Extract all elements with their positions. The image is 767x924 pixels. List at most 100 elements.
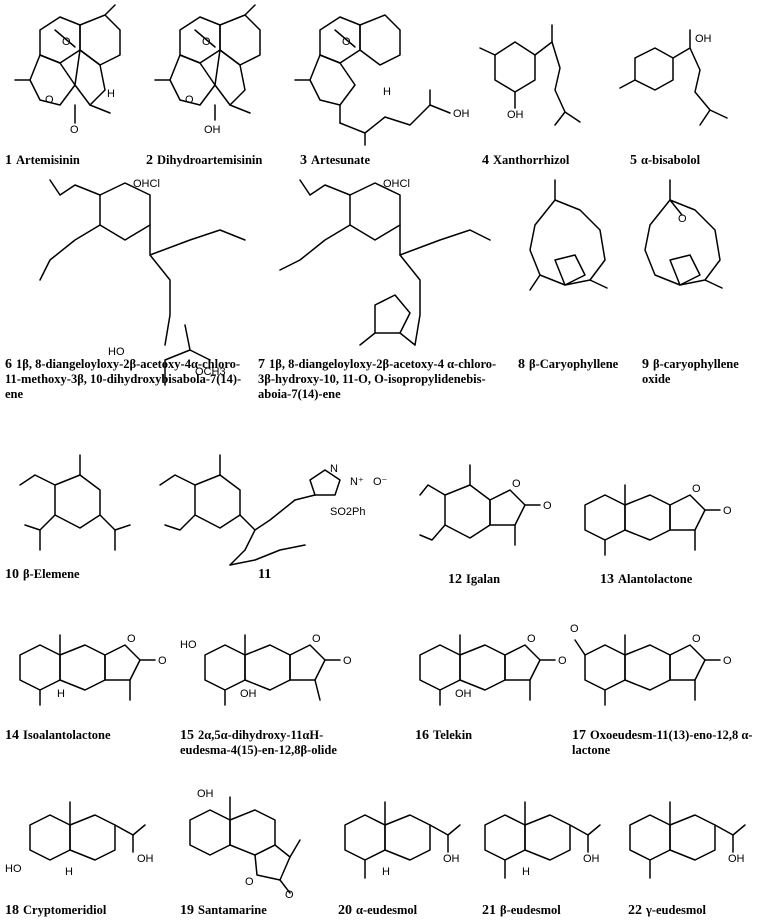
compound-number: 1 [5,153,12,168]
atom-label-oh: OH [695,33,712,45]
compound-number: 6 [5,357,12,372]
compound-name: Xanthorrhizol [493,153,570,167]
structure-21: H OH [470,790,615,900]
atom-label-oh: OH [453,108,470,120]
compound-name: Santamarine [198,903,267,917]
atom-label-o: O [342,36,351,48]
compound-number: 9 [642,357,649,372]
atom-label-o: O [127,633,136,645]
atom-label-h: H [382,866,390,878]
atom-label-o: O [185,94,194,106]
structure-12: O O [410,450,570,570]
caption-19: 19 Santamarine [180,903,330,918]
atom-label-h: H [522,866,530,878]
compound-name: Isoalantolactone [23,728,111,742]
atom-label-n: N [330,463,338,475]
structure-8 [515,170,630,320]
structure-19: OH O O [165,785,325,901]
caption-12: 12 Igalan [448,572,568,587]
compound-number: 14 [5,728,19,743]
atom-label-o: O [723,505,732,517]
structure-14: H O O [5,615,175,725]
compound-number: 8 [518,357,525,372]
compound-number: 22 [628,903,642,918]
atom-label-o: O [692,633,701,645]
atom-label-ho: HO [108,346,125,358]
atom-label-oh: OH [583,853,600,865]
compound-number: 15 [180,728,194,743]
structure-10 [5,440,145,560]
atom-label-o: O [678,213,687,225]
compound-number: 10 [5,567,19,582]
atom-label-o: O [543,500,552,512]
atom-label-o: O [245,876,254,888]
structure-22: OH [615,790,765,900]
structure-18: HO H OH [5,790,160,900]
compound-name: Igalan [466,572,501,586]
atom-label-o: O [723,655,732,667]
compound-name: Oxoeudesm-11(13)-eno-12,8 α-lactone [572,728,753,757]
structure-1: O O O H [0,4,140,150]
compound-name: Alantolactone [618,572,693,586]
atom-label-o: O [312,633,321,645]
structure-2: O O OH [140,4,280,150]
atom-label-oh: OH [728,853,745,865]
structure-11: N N⁺ O⁻ SO2Ph [145,440,415,575]
compound-name: γ-eudesmol [646,903,707,917]
compound-number: 5 [630,153,637,168]
atom-label-o: O [45,94,54,106]
structure-17: O O O [570,610,765,725]
atom-label-oh: OH [197,788,214,800]
atom-label-oh: OH [455,688,472,700]
caption-13: 13 Alantolactone [600,572,760,587]
compound-number: 16 [415,728,429,743]
structure-15: HO OH O O [180,615,360,725]
compound-name: Telekin [433,728,473,742]
atom-label-ohcl: OHCl [133,178,160,190]
atom-label-oh: OH [240,688,257,700]
atom-label-o: O [202,36,211,48]
compound-name: Dihydroartemisinin [157,153,263,167]
structure-5: OH [615,20,765,150]
compound-number: 2 [146,153,153,168]
structure-3: O OH H [280,5,470,150]
compound-number: 13 [600,572,614,587]
caption-16: 16 Telekin [415,728,535,743]
caption-22: 22 γ-eudesmol [628,903,763,918]
atom-label-o: O [558,655,567,667]
structure-13: O O [570,450,765,570]
atom-label-o-minus: O⁻ [373,476,388,488]
atom-label-o: O [343,655,352,667]
compound-number: 12 [448,572,462,587]
compound-name: α-bisabolol [641,153,701,167]
compound-number: 17 [572,728,586,743]
compound-name: 2α,5α-dihydroxy-11αH-eudesma-4(15)-en-12… [180,728,337,757]
caption-11: 11 [258,567,318,582]
compound-name: 1β, 8-diangeloyloxy-2β-acetoxy-4 α-chlor… [258,357,497,401]
atom-label-o: O [512,478,521,490]
compound-number: 11 [258,567,272,582]
atom-label-ohcl: OHCl [383,178,410,190]
compound-name: 1β, 8-diangeloyloxy-2β-acetoxy-4α-chloro… [5,357,242,401]
structure-6: OHCl HO OCH3 [5,155,260,435]
compound-number: 19 [180,903,194,918]
compound-name: β-caryophyllene oxide [642,357,739,386]
caption-2: 2 Dihydroartemisinin [146,153,286,168]
atom-label-oh: OH [443,853,460,865]
atom-label-oh: OH [137,853,154,865]
compound-name: β-eudesmol [500,903,561,917]
compound-name: α-eudesmol [356,903,418,917]
structure-4: OH [470,20,620,150]
atom-label-o: O [70,124,79,136]
atom-label-n-plus: N⁺ [350,476,364,488]
